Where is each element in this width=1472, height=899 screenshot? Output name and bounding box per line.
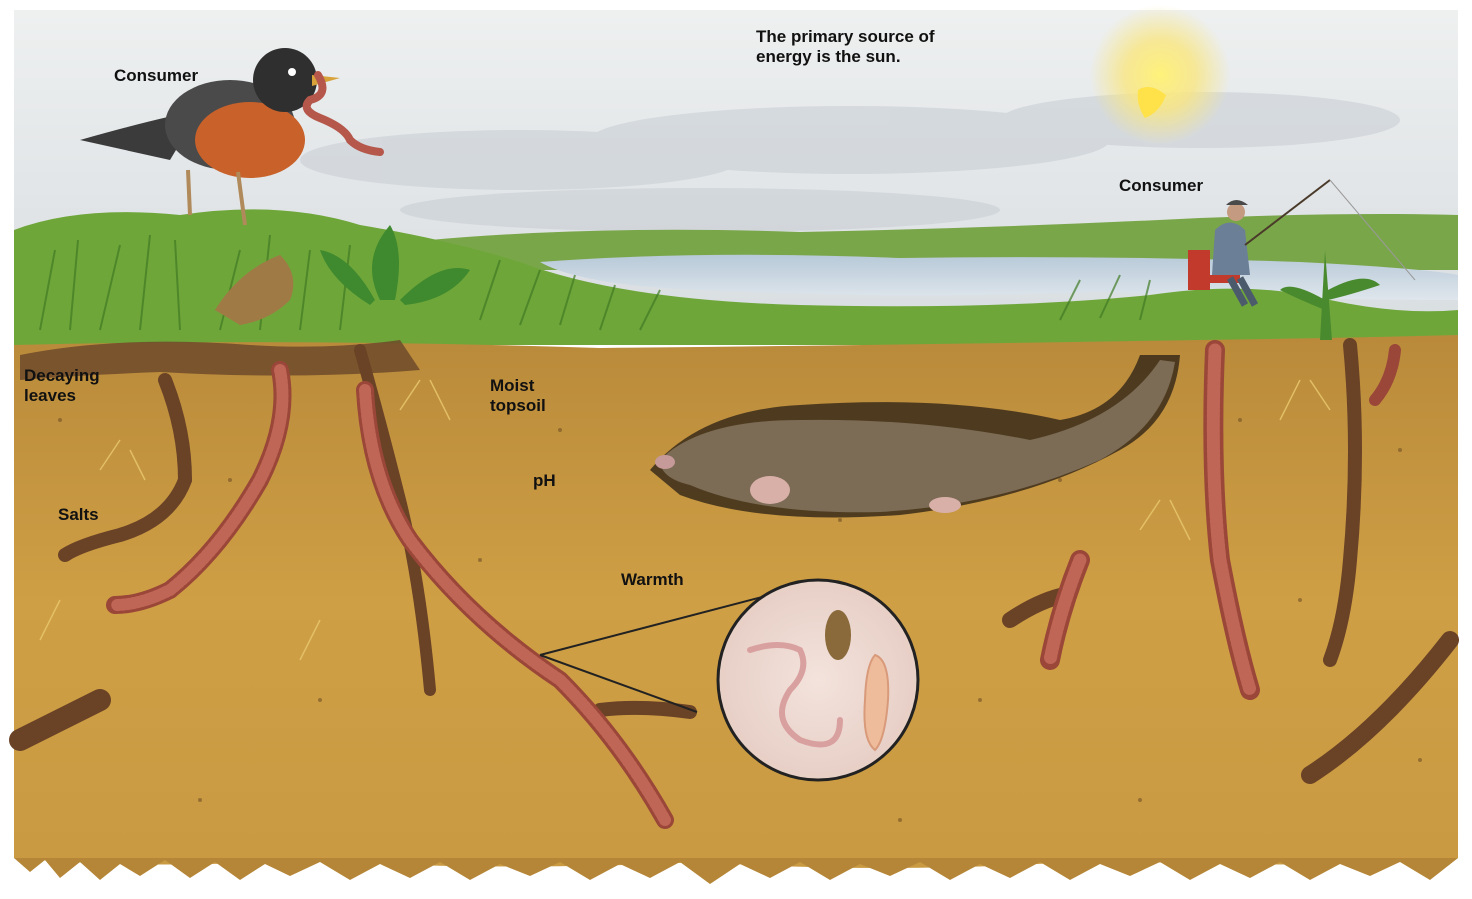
- label-consumer-fisherman: Consumer: [1119, 176, 1203, 196]
- soil-cross-section: [14, 335, 1458, 868]
- label-ph: pH: [533, 471, 556, 491]
- label-warmth: Warmth: [621, 570, 684, 590]
- label-salts: Salts: [58, 505, 99, 525]
- label-decaying-leaves: Decaying leaves: [24, 366, 100, 406]
- label-sun-caption: The primary source of energy is the sun.: [756, 27, 935, 67]
- sun-icon: [1090, 5, 1230, 145]
- insect-larva-icon: [825, 610, 851, 660]
- grass-root-edge: [14, 858, 1458, 884]
- label-moist-topsoil: Moist topsoil: [490, 376, 546, 416]
- label-consumer-bird: Consumer: [114, 66, 198, 86]
